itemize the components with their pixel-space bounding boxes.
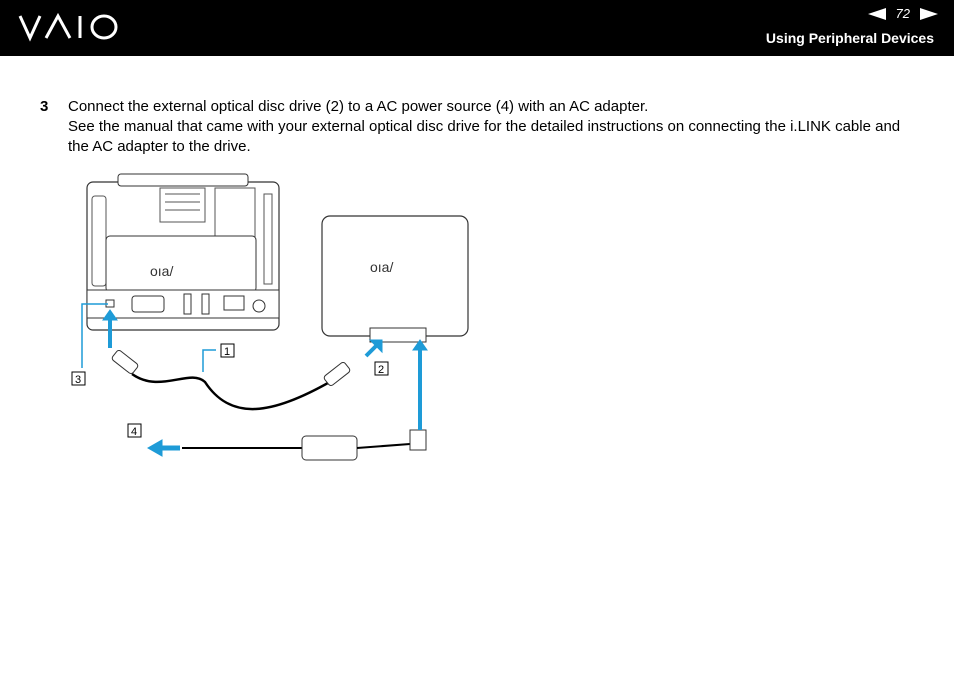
computer-rear-illustration: oıa/ — [86, 173, 280, 331]
callout-3: 3 — [75, 374, 81, 386]
step-text: Connect the external optical disc drive … — [68, 97, 920, 157]
callout-1: 1 — [224, 346, 230, 358]
step-line-1: Connect the external optical disc drive … — [68, 98, 649, 115]
next-page-icon[interactable] — [920, 7, 938, 20]
connection-arrows — [81, 303, 428, 457]
external-optical-drive-illustration: oıa/ — [321, 215, 469, 343]
previous-page-icon[interactable] — [867, 7, 886, 20]
section-title: Using Peripheral Devices — [765, 30, 934, 46]
svg-text:oıa/: oıa/ — [150, 263, 173, 279]
vaio-logo — [18, 12, 118, 42]
step-number: 3 — [40, 98, 49, 115]
ilink-plug-left — [111, 349, 139, 375]
svg-text:oıa/: oıa/ — [370, 259, 393, 275]
step-line-2: See the manual that came with your exter… — [68, 118, 901, 155]
connection-illustration: oıa/ oıa/ 1 — [71, 173, 469, 461]
page-number: 72 — [895, 6, 910, 21]
ilink-plug-right — [323, 361, 351, 387]
callout-4: 4 — [131, 426, 137, 438]
ilink-cable — [131, 372, 341, 411]
step-3-instructions: 3 Connect the external optical disc driv… — [40, 97, 920, 157]
callout-2: 2 — [378, 364, 384, 376]
ac-adapter-illustration — [182, 429, 427, 461]
page-header: 72 Using Peripheral Devices — [0, 0, 954, 56]
page-navigation: 72 — [867, 6, 938, 21]
